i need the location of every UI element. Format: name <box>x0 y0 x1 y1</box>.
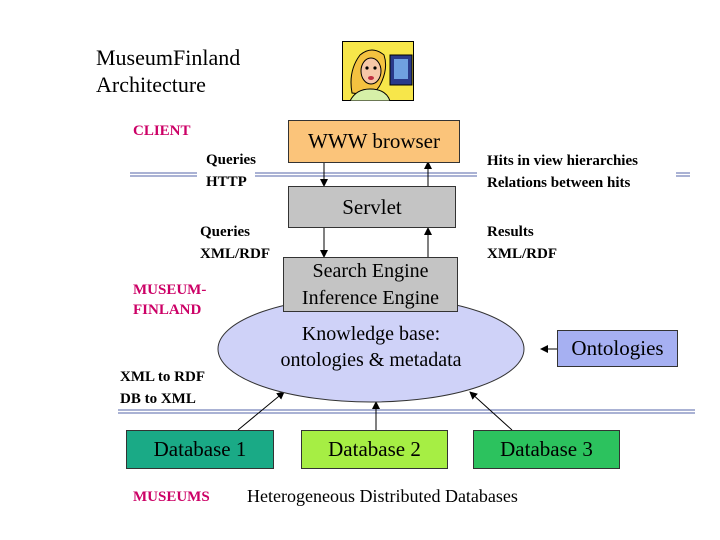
knowledge-base-line-1: Knowledge base: <box>301 323 441 345</box>
layer-label-museum-finland: MUSEUM- FINLAND <box>133 280 206 320</box>
annotation-xml-to-rdf: XML to RDF <box>120 369 205 385</box>
database-1-node: Database 1 <box>126 430 274 469</box>
cartoon-user-at-computer-icon <box>342 41 414 102</box>
annotation-hits-line-1: Hits in view hierarchies <box>487 153 638 169</box>
search-engine-line-1: Search Engine <box>312 259 429 282</box>
annotation-queries-xml-line-2: XML/RDF <box>200 246 270 262</box>
annotation-queries-xml: Queries XML/RDF <box>200 221 270 265</box>
museums-separator <box>118 409 695 414</box>
annotation-queries-xml-line-1: Queries <box>200 224 250 240</box>
annotation-queries-http-line-2: HTTP <box>206 174 247 190</box>
database-3-node: Database 3 <box>473 430 620 469</box>
annotation-queries-http: Queries HTTP <box>206 149 256 193</box>
client-separator <box>130 172 690 177</box>
annotation-conversion: XML to RDF DB to XML <box>120 366 205 410</box>
annotation-results-xml: Results XML/RDF <box>487 221 557 265</box>
annotation-db-to-xml: DB to XML <box>120 391 196 407</box>
layer-label-museum-finland-line-2: FINLAND <box>133 302 202 318</box>
layer-label-client: CLIENT <box>133 123 191 139</box>
diagram-title: MuseumFinland Architecture <box>96 44 240 98</box>
database-2-node: Database 2 <box>301 430 448 469</box>
arrow-db1-to-kb <box>237 391 285 431</box>
search-engine-line-2: Inference Engine <box>301 286 440 309</box>
layer-label-museums: MUSEUMS <box>133 489 210 505</box>
layer-label-museum-finland-line-1: MUSEUM- <box>133 282 207 298</box>
arrow-db3-to-kb <box>469 391 513 431</box>
annotation-heterogeneous-databases: Heterogeneous Distributed Databases <box>247 486 518 506</box>
ontologies-node: Ontologies <box>557 330 678 367</box>
annotation-hits: Hits in view hierarchies Relations betwe… <box>487 150 638 194</box>
servlet-node: Servlet <box>288 186 456 228</box>
www-browser-node: WWW browser <box>288 120 460 163</box>
search-engine-node: Search Engine Inference Engine <box>283 257 458 312</box>
title-line-2: Architecture <box>96 72 206 97</box>
knowledge-base-node: Knowledge base: ontologies & metadata <box>217 295 525 403</box>
annotation-results-xml-line-2: XML/RDF <box>487 246 557 262</box>
annotation-queries-http-line-1: Queries <box>206 152 256 168</box>
knowledge-base-line-2: ontologies & metadata <box>280 349 462 371</box>
title-line-1: MuseumFinland <box>96 45 241 70</box>
annotation-results-xml-line-1: Results <box>487 224 534 240</box>
annotation-hits-line-2: Relations between hits <box>487 175 631 191</box>
